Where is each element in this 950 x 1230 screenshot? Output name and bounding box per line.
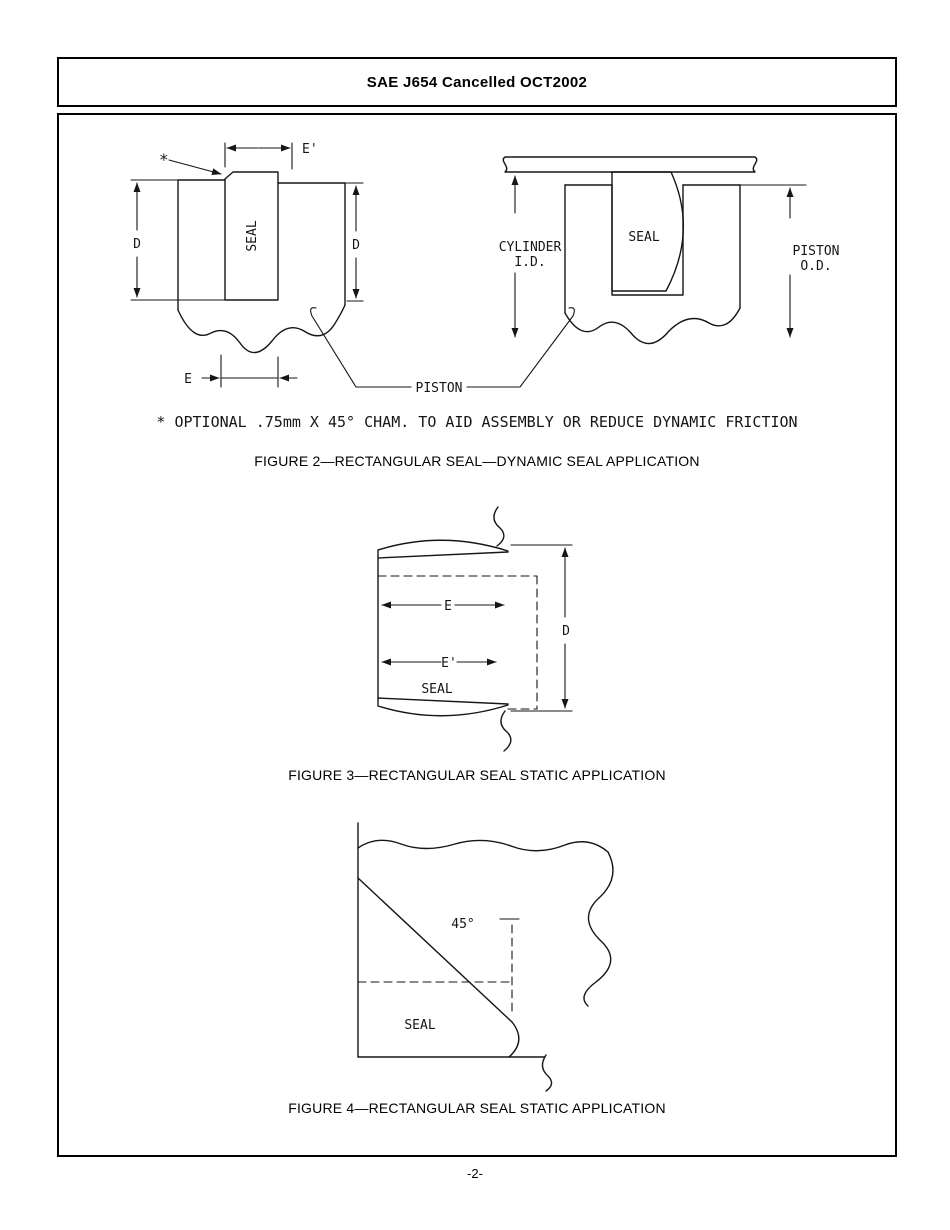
distorted-seal-outline (611, 171, 684, 292)
figure3-caption: FIGURE 3—RECTANGULAR SEAL STATIC APPLICA… (288, 767, 666, 783)
e-prime-label: E' (441, 656, 457, 671)
fig3-seal-label: SEAL (421, 682, 452, 697)
e-prime-extension-lines (224, 142, 293, 170)
figure3-drawing: E E' D SEAL (377, 506, 573, 752)
piston-outline-right (277, 182, 346, 306)
free-shape-dashed-lines (357, 924, 513, 1016)
housing-top-break-line (357, 839, 609, 853)
figure2-caption: FIGURE 2—RECTANGULAR SEAL—DYNAMIC SEAL A… (254, 453, 700, 469)
e-label: E (184, 372, 192, 387)
fig2-left-groove-section: E' * D D SEAL E (130, 142, 364, 388)
bottom-break-line (541, 1054, 553, 1092)
cylinder-id-label-line1: CYLINDER (499, 240, 562, 255)
e-label: E (444, 599, 452, 614)
seal-bulge-curve (508, 1021, 520, 1058)
figure2-note: * OPTIONAL .75mm X 45° CHAM. TO AID ASSE… (156, 413, 798, 431)
fig2-left-seal-label: SEAL (245, 220, 260, 251)
piston-leader-line-right (466, 307, 575, 388)
d-label: D (562, 624, 570, 639)
page-number: -2- (467, 1166, 483, 1181)
figure4-drawing: 45° SEAL (357, 822, 614, 1092)
chamfer-asterisk: * (159, 150, 169, 169)
d-left-extension-lines (130, 179, 226, 301)
e-prime-label: E' (302, 142, 318, 157)
chamfer-45-line (357, 877, 513, 1023)
d-extension-lines (510, 544, 573, 712)
piston-break-line (564, 307, 741, 345)
piston-od-label-line1: PISTON (793, 244, 840, 259)
cylinder-id-label-line2: I.D. (514, 255, 545, 270)
figure4-caption: FIGURE 4—RECTANGULAR SEAL STATIC APPLICA… (288, 1100, 666, 1116)
fig2-right-assembly-section: SEAL CYLINDER I.D. PISTON O.D. PISTON (310, 156, 840, 396)
break-line-bottom (500, 710, 512, 752)
d-left-label: D (133, 237, 141, 252)
piston-leader-label: PISTON (416, 381, 463, 396)
piston-od-label-line2: O.D. (800, 259, 831, 274)
d-right-extension-lines (344, 182, 364, 302)
figure4-seal-corner-section: 45° SEAL (357, 822, 614, 1092)
chamfer-arrow (168, 159, 222, 176)
document-title: SAE J654 Cancelled OCT2002 (366, 73, 588, 91)
break-line-top (493, 506, 505, 547)
piston-leader-line-left (310, 307, 412, 388)
piston-outline-left (177, 179, 226, 311)
piston-side-edges (564, 184, 741, 314)
figure3-seal-section: E E' D SEAL (377, 506, 573, 752)
groove-dashed-outline (377, 575, 538, 710)
figures-panel: E' * D D SEAL E (57, 113, 897, 1157)
piston-break-line (177, 304, 346, 354)
cylinder-wall (502, 156, 758, 173)
header-box: SAE J654 Cancelled OCT2002 (57, 57, 897, 107)
e-extension-lines (220, 354, 279, 388)
fig2-right-seal-label: SEAL (628, 230, 659, 245)
housing-right-break-line (583, 851, 614, 1007)
fig4-seal-label: SEAL (404, 1018, 435, 1033)
figure2-drawing: E' * D D SEAL E (130, 142, 840, 396)
seal-outline (224, 171, 279, 301)
angle-label: 45° (451, 917, 474, 932)
d-right-label: D (352, 238, 360, 253)
seal-outline (377, 539, 509, 717)
